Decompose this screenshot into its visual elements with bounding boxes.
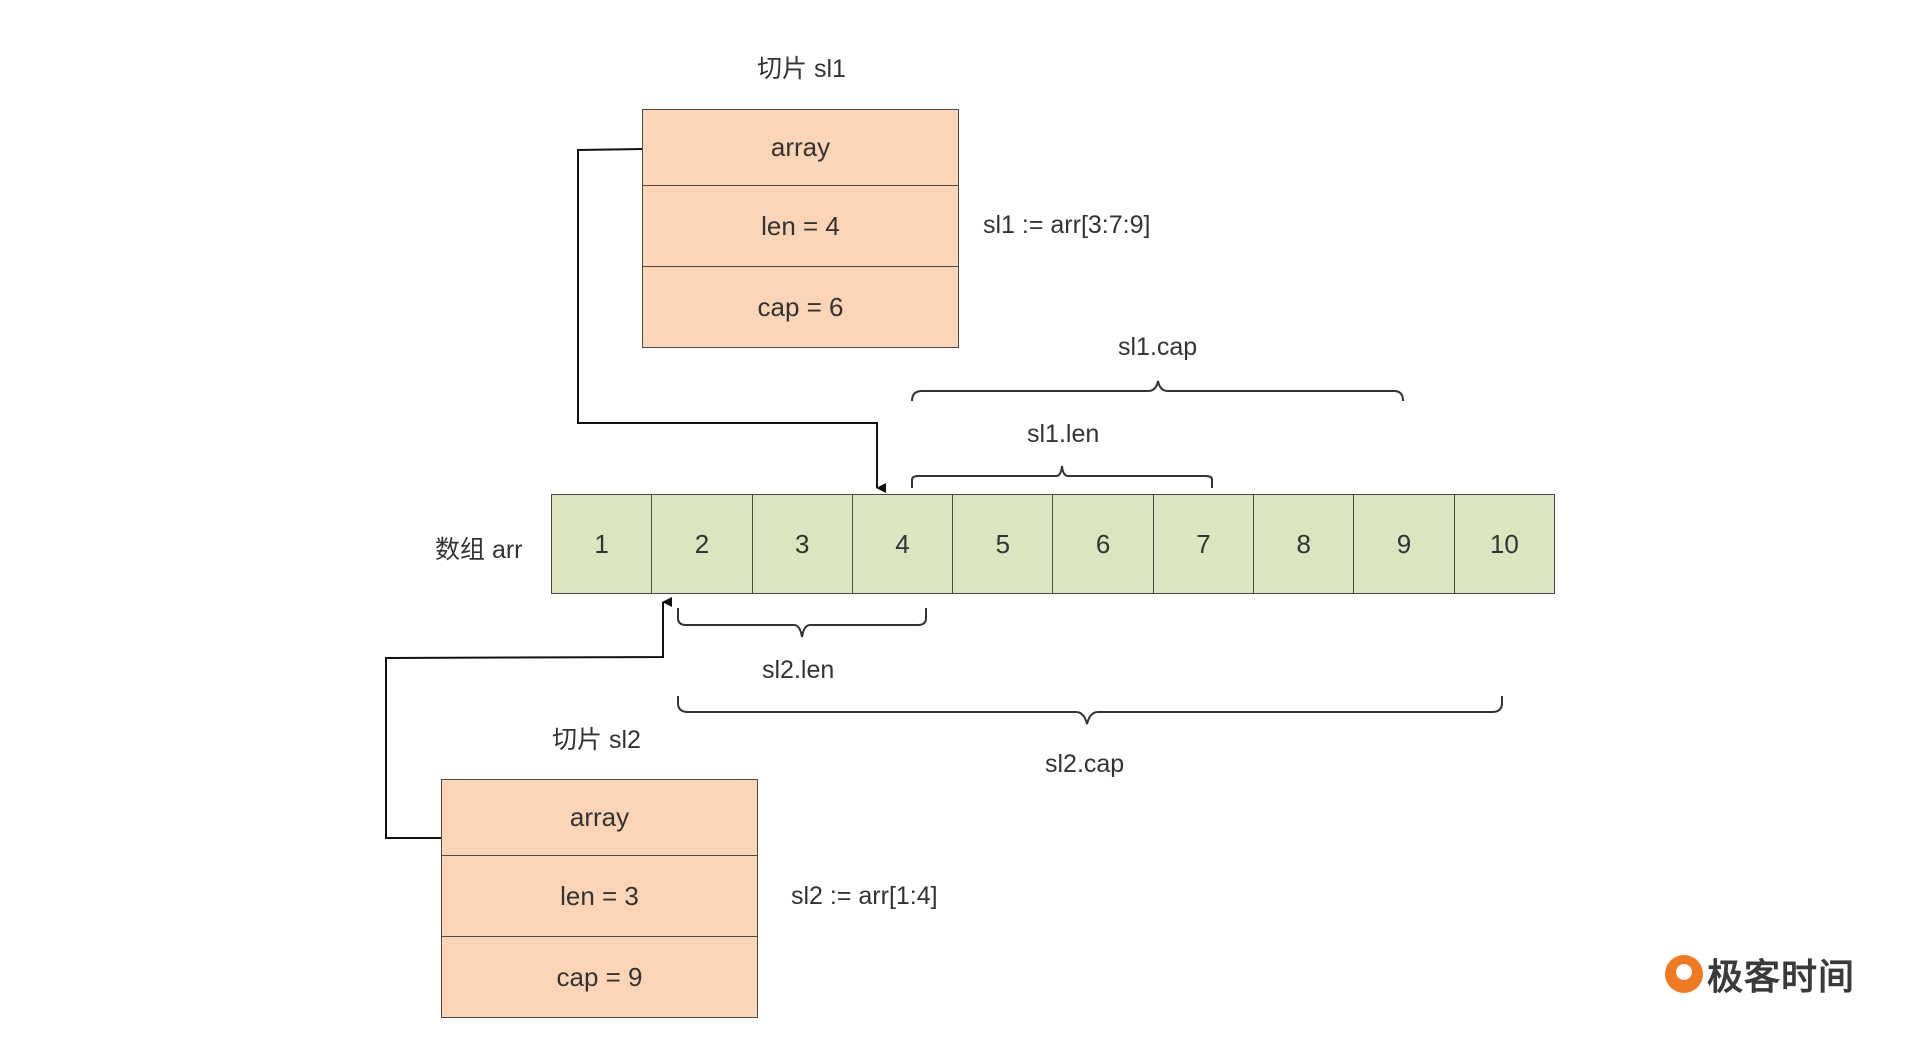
sl2-len-field: len = 3 (442, 855, 757, 936)
sl2-title: 切片 sl2 (552, 726, 641, 754)
geektime-logo-text: 极客时间 (1707, 957, 1856, 998)
sl2-len-label: sl2.len (762, 656, 835, 684)
array-cell: 4 (851, 495, 952, 593)
sl2-expression: sl2 := arr[1:4] (791, 882, 938, 910)
array-cell: 2 (651, 495, 751, 593)
sl1-title: 切片 sl1 (757, 55, 846, 83)
array-arr: 1 2 3 4 5 6 7 8 9 10 (551, 494, 1555, 594)
array-cell: 9 (1353, 495, 1453, 593)
array-label: 数组 arr (435, 536, 523, 564)
sl1-len-brace (911, 465, 1213, 488)
geektime-logo: 极客时间 (1665, 948, 1855, 1000)
array-cell: 3 (751, 495, 852, 593)
sl1-struct-box: array len = 4 cap = 6 (642, 109, 959, 348)
sl1-cap-field: cap = 6 (643, 266, 958, 347)
array-cell: 8 (1253, 495, 1353, 593)
geektime-logo-icon (1665, 955, 1703, 993)
sl2-cap-brace (677, 696, 1503, 725)
array-cell: 1 (594, 528, 609, 559)
sl1-len-label: sl1.len (1027, 420, 1100, 448)
sl1-array-field: array (770, 132, 831, 162)
sl2-array-field: array (569, 802, 630, 832)
sl2-len-brace (677, 608, 927, 638)
sl1-expression: sl1 := arr[3:7:9] (983, 211, 1151, 239)
array-cell: 6 (1052, 495, 1152, 593)
array-cell: 10 (1453, 495, 1554, 593)
sl2-cap-label: sl2.cap (1045, 750, 1125, 778)
sl2-struct-box: array len = 3 cap = 9 (441, 779, 758, 1018)
sl1-len-field: len = 4 (643, 185, 958, 266)
sl1-cap-brace (911, 380, 1404, 402)
sl2-cap-field: cap = 9 (442, 936, 757, 1017)
sl2-pointer-line (385, 597, 672, 839)
array-cell: 5 (952, 495, 1052, 593)
array-cell: 7 (1152, 495, 1253, 593)
sl1-cap-label: sl1.cap (1118, 333, 1198, 361)
sl1-pointer-line (577, 148, 886, 493)
